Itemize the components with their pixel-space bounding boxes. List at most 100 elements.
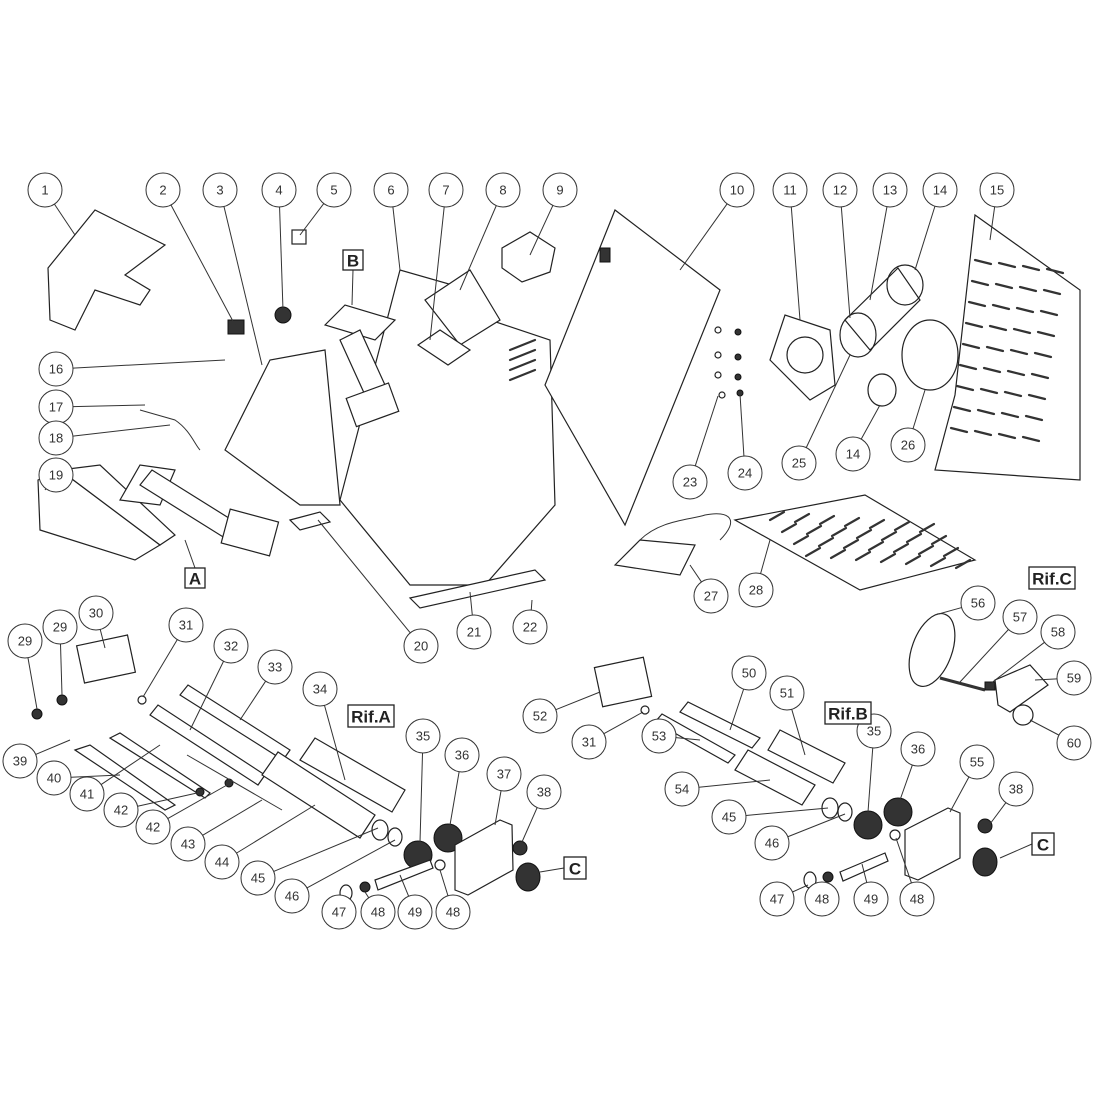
leader-line [914,206,936,271]
grate-slot [792,534,810,546]
callout-19: 19 [38,457,74,493]
callout-51: 51 [769,675,805,711]
part-knob-c-b [972,847,998,877]
callout-circle [103,792,139,828]
callout-circle [922,172,958,208]
callout-circle [822,172,858,208]
reference-label: B [347,252,359,271]
callout-number: 46 [285,889,299,904]
leader-line [459,205,497,291]
grille-slots [949,258,1065,443]
grille-slot [1018,285,1038,293]
callout-number: 2 [159,183,166,198]
callout-2: 2 [145,172,181,208]
callout-number: 51 [780,686,794,701]
grille-slot [994,282,1014,290]
part-upper-gearbox [345,382,400,428]
leader-line [392,206,401,271]
callout-number: 29 [53,620,67,635]
callout-circle [36,760,72,796]
grate-slot [954,558,972,570]
grille-slot [997,432,1017,440]
callout-number: 52 [533,709,547,724]
callout-number: 45 [251,871,265,886]
callout-number: 20 [414,639,428,654]
grille-slot [1045,267,1065,275]
grille-slot [1015,306,1035,314]
callout-23: 23 [672,464,708,500]
callout-circle [960,585,996,621]
callout-circle [202,172,238,208]
callout-number: 10 [730,183,744,198]
part-bush-42a [195,787,205,797]
callout-46: 46 [274,878,310,914]
callout-number: 19 [49,468,63,483]
callout-number: 42 [146,820,160,835]
leader-line [689,564,702,583]
callout-29: 29 [7,623,43,659]
reference-label: C [1037,836,1049,855]
callout-number: 46 [765,836,779,851]
part-nuts [714,326,744,399]
callout-10: 10 [719,172,755,208]
callout-47: 47 [759,881,795,917]
part-side-plate-52 [593,656,653,708]
part-rear-panel [544,209,721,527]
part-side-plate-30 [75,634,137,684]
leader-line [912,389,926,429]
part-gear-35b [853,810,883,840]
part-spring-58 [984,681,996,691]
leader-lines [27,203,1060,901]
grille-slot [988,324,1008,332]
leader-line [675,737,701,741]
callout-circle [2,743,38,779]
leader-line [299,203,325,236]
callout-number: 21 [467,625,481,640]
part-side-panel [224,349,341,506]
callout-52: 52 [522,698,558,734]
part-bearing-38b [977,818,993,834]
leader-line [494,790,502,826]
leader-line [279,206,284,311]
callout-circle [759,881,795,917]
part-gearbox-55 [904,807,961,881]
part-panel-label [599,247,611,263]
callout-number: 11 [783,183,797,198]
callout-circle [435,894,471,930]
part-pulley-14-bottom [867,373,897,407]
callout-number: 49 [864,892,878,907]
leader-line [679,203,728,271]
callout-circle [979,172,1015,208]
callout-circle [360,894,396,930]
grate-slot [879,552,897,564]
callout-circle [405,718,441,754]
part-switch [227,319,245,335]
part-bracket-20 [288,511,332,531]
part-worm-shaft-49 [374,859,434,891]
reference-box-rif-a: Rif.A [347,704,395,728]
callout-circle [900,731,936,767]
part-main-body [339,269,556,586]
callout-number: 31 [582,735,596,750]
leader-line [521,807,538,843]
grate-slot [892,542,910,554]
part-pin-57 [939,676,986,692]
leader-line [449,771,460,826]
callout-circle [38,457,74,493]
callout-48: 48 [899,881,935,917]
leader-line [555,691,601,711]
callout-number: 7 [442,183,449,198]
leader-line [72,424,171,437]
leader-line [739,393,745,457]
callout-circle [145,172,181,208]
callout-40: 40 [36,760,72,796]
callout-49: 49 [853,881,889,917]
callout-number: 42 [114,803,128,818]
callout-4: 4 [261,172,297,208]
leader-line [399,874,410,897]
leader-line [698,779,771,788]
part-roller-51 [767,729,846,784]
grille-slot [1036,330,1056,338]
part-lever [139,409,201,451]
